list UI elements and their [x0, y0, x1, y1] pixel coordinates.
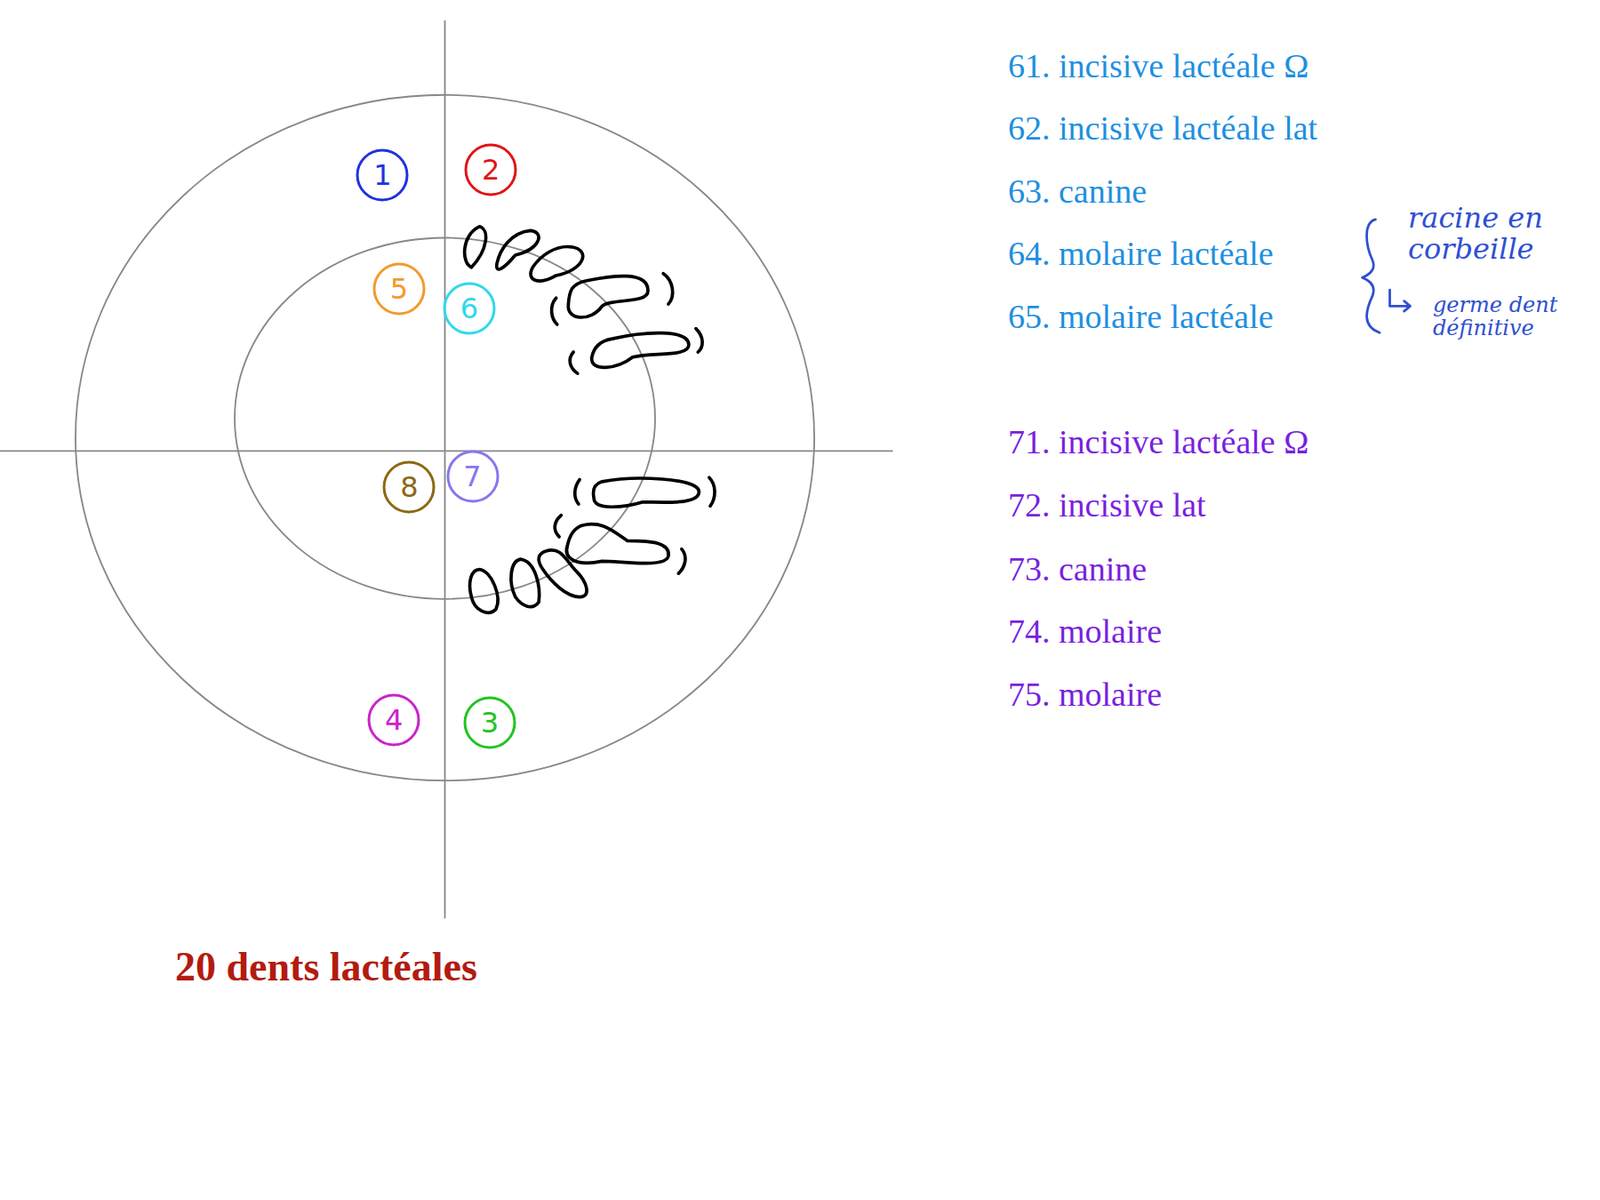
callout-circle: 6 — [442, 281, 496, 336]
callout-circle: 2 — [464, 143, 518, 197]
callout-circle: 1 — [355, 148, 409, 202]
callout-number: 5 — [372, 262, 426, 316]
tooth — [511, 559, 540, 607]
germ-mark — [709, 477, 715, 506]
tooth-label: 64. molaire lactéale — [1008, 236, 1274, 271]
tooth — [464, 226, 487, 268]
callout-circle: 8 — [382, 460, 436, 514]
tooth-label: 73. canine — [1008, 552, 1147, 586]
inner-arch — [234, 237, 656, 599]
germ-mark — [663, 273, 672, 304]
callout-number: 2 — [464, 143, 518, 197]
teeth-drawing — [464, 226, 715, 613]
tooth — [496, 230, 539, 270]
germ-mark — [554, 515, 561, 537]
callout-circle: 4 — [367, 693, 421, 747]
handwritten-note: germe dent définitive — [1432, 293, 1584, 341]
germ-mark — [569, 352, 578, 374]
tooth-label: 62. incisive lactéale lat — [1008, 111, 1318, 145]
germ-mark — [575, 480, 580, 505]
tooth — [592, 333, 689, 368]
tooth — [593, 478, 700, 507]
tooth-label: 71. incisive lactéale Ω — [1008, 424, 1309, 459]
vertical-axis — [444, 20, 447, 919]
callout-number: 6 — [442, 281, 496, 336]
tooth-label: 65. molaire lactéale — [1008, 299, 1274, 334]
tooth-label: 63. canine — [1008, 174, 1147, 208]
germ-mark — [552, 297, 558, 325]
callout-number: 7 — [446, 449, 500, 504]
callout-number: 3 — [463, 696, 517, 750]
caption: 20 dents lactéales — [175, 946, 478, 988]
horizontal-axis — [0, 449, 893, 452]
curly-brace — [1362, 219, 1381, 333]
tooth-label: 72. incisive lat — [1008, 488, 1207, 522]
germ-mark — [696, 328, 703, 352]
tooth — [538, 550, 587, 598]
callout-number: 4 — [367, 693, 421, 747]
hook-arrow — [1390, 289, 1411, 312]
tooth-label: 74. molaire — [1008, 614, 1162, 648]
germ-mark — [678, 549, 686, 575]
tooth — [470, 569, 498, 614]
callout-circle: 5 — [372, 262, 426, 316]
callout-number: 1 — [355, 148, 409, 202]
tooth-label: 75. molaire — [1008, 677, 1162, 712]
tooth — [568, 276, 648, 318]
callout-circle: 3 — [463, 696, 517, 750]
outer-arch — [75, 95, 815, 781]
tooth — [530, 247, 584, 282]
callout-number: 8 — [382, 460, 436, 514]
tooth — [566, 524, 669, 564]
handwritten-note: racine en corbeille — [1408, 202, 1577, 265]
callout-circle: 7 — [446, 449, 500, 504]
tooth-label: 61. incisive lactéale Ω — [1008, 48, 1309, 83]
